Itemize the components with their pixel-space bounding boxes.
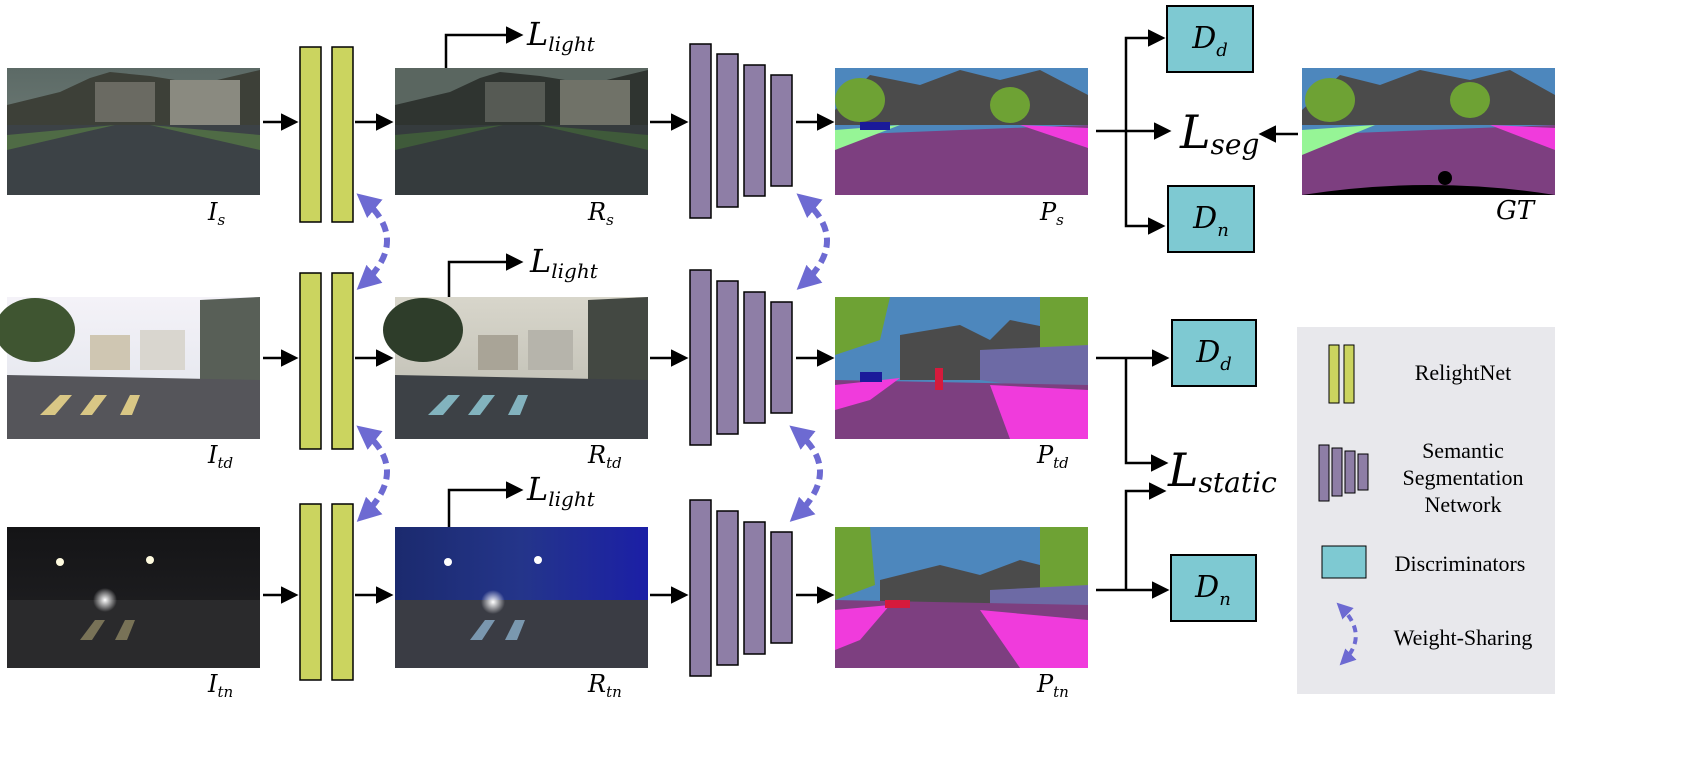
image-itd [0,297,260,439]
legend-discriminator-swatch [1321,545,1367,579]
image-rtd [383,297,648,439]
legend-segnet-line3: Network [1425,492,1502,517]
relightnet-bar-target-day-1 [299,272,322,450]
discriminator-dd-mid: Dd [1171,319,1257,387]
svg-text:Dn: Dn [1194,570,1231,610]
image-rtn [395,527,648,668]
loss-light-row2: Llight [529,242,599,283]
relightnet-bar-source-2 [331,46,354,223]
relightnet-blocks [299,46,354,681]
legend-segnet-swatch [1318,444,1369,502]
legend-relightnet-swatch [1328,344,1355,404]
segnet-bar-target-day-3 [743,291,766,424]
segnet-bar-target-night-3 [743,521,766,655]
svg-text:Dd: Dd [1191,21,1228,61]
segnet-bar-target-day-4 [770,301,793,414]
loss-light-row3: Llight [526,470,596,511]
label-ps: Ps [1039,198,1064,229]
svg-text:Dn: Dn [1192,201,1229,241]
loss-static: Lstatic [1167,443,1277,499]
weight-sharing-arcs [356,193,830,522]
discriminator-dn-top: Dn [1167,185,1255,253]
image-itn [7,527,260,668]
discriminator-dd-top: Dd [1166,5,1254,73]
legend: RelightNet Semantic Segmentation Network… [1297,327,1555,694]
segmentation-network-blocks [689,43,793,677]
segnet-bar-target-day-1 [689,269,712,446]
label-ptn: Ptn [1036,670,1069,701]
image-is [7,68,260,195]
label-rtd: Rtd [587,441,622,472]
label-is: Is [207,198,225,229]
discriminator-dn-bottom: Dn [1170,554,1257,622]
relightnet-bar-target-night-2 [331,503,354,681]
segnet-bar-target-night-4 [770,531,793,644]
relightnet-bar-target-night-1 [299,503,322,681]
seg-map-ptd [835,297,1088,439]
segnet-bar-source-4 [770,74,793,187]
legend-segnet-line1: Semantic [1422,438,1504,463]
svg-text:Dd: Dd [1195,335,1232,375]
legend-relightnet-label: RelightNet [1415,360,1512,385]
image-rs [395,68,648,195]
relightnet-bar-source-1 [299,46,322,223]
segnet-bar-target-night-2 [716,510,739,666]
segnet-bar-source-1 [689,43,712,219]
loss-light-row1: Llight [526,15,596,56]
seg-map-ps [835,68,1088,195]
segnet-bar-target-day-2 [716,280,739,435]
segnet-bar-source-2 [716,53,739,208]
label-ptd: Ptd [1036,441,1069,472]
segnet-bar-source-3 [743,64,766,197]
label-rtn: Rtn [587,670,622,701]
label-gt: GT [1496,196,1536,226]
loss-seg: Lseg [1179,105,1259,161]
label-itn: Itn [207,670,233,701]
legend-segnet-line2: Segmentation [1403,465,1524,490]
legend-discriminators-label: Discriminators [1395,551,1526,576]
label-rs: Rs [587,198,614,229]
relightnet-bar-target-day-2 [331,272,354,450]
seg-map-ptn [835,527,1088,668]
seg-map-gt [1302,68,1555,195]
flow-arrows [263,26,1298,604]
segnet-bar-target-night-1 [689,499,712,677]
legend-weight-sharing-label: Weight-Sharing [1394,625,1533,650]
label-itd: Itd [207,441,233,472]
